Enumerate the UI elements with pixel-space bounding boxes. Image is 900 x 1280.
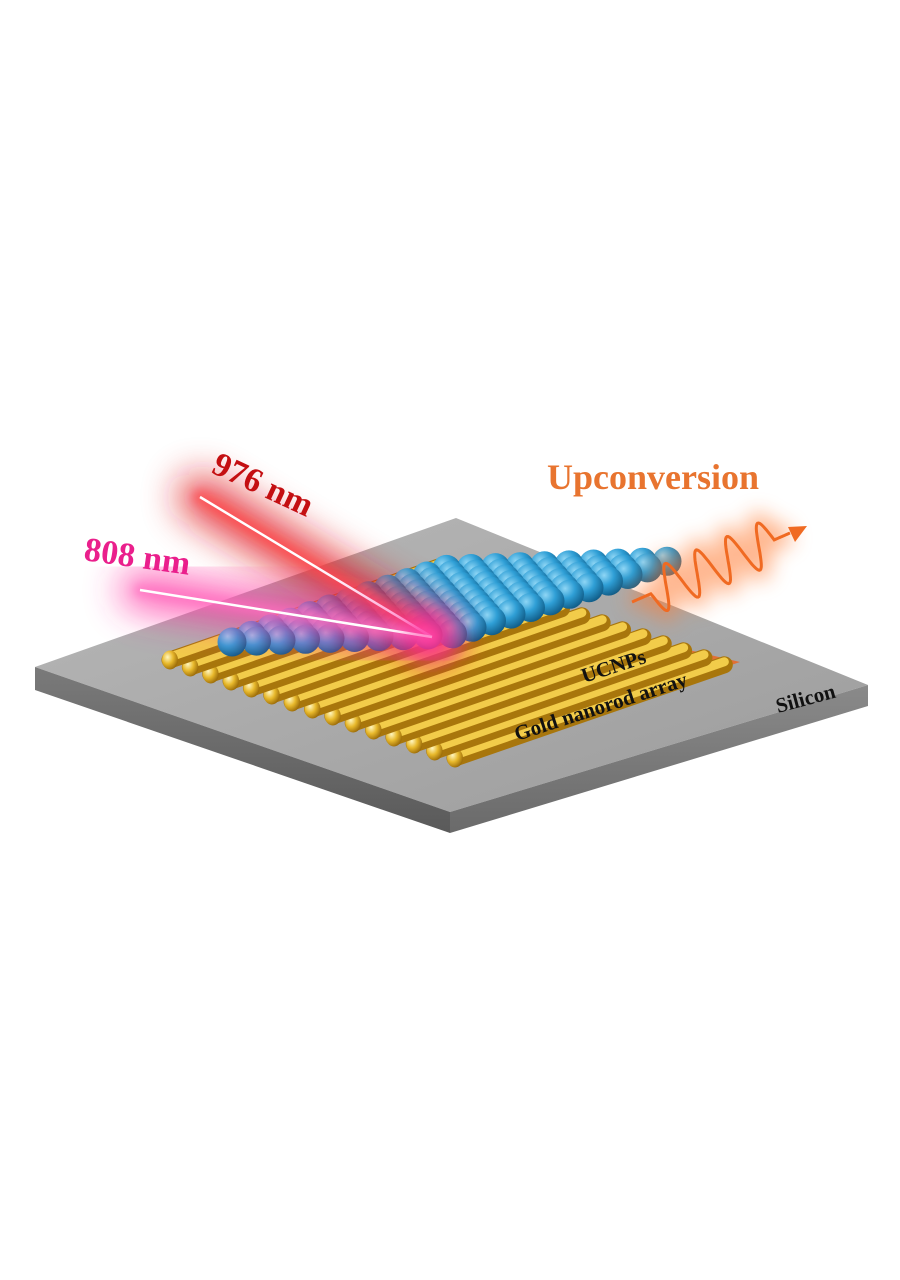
upconversion-arrowhead xyxy=(788,526,807,542)
ucnp-sphere xyxy=(242,626,271,656)
substrate-right-face xyxy=(450,685,868,833)
upconversion-wave xyxy=(628,512,807,621)
ucnp-sphere xyxy=(217,627,247,657)
laser-808-label: 808 nm xyxy=(82,531,193,582)
gold-nanorod-highlight xyxy=(450,657,729,760)
gold-nanorod-highlight xyxy=(430,650,709,753)
substrate-left-face xyxy=(35,667,450,833)
laser-808-beam xyxy=(119,569,453,658)
gold-nanorod-highlight xyxy=(348,622,628,725)
gold-nanorod-highlight xyxy=(409,643,689,746)
gold-nanorod-highlight xyxy=(389,636,668,739)
gold-nanorod-cap xyxy=(162,650,178,670)
laser-focus-spot xyxy=(404,608,460,664)
upconversion-label: Upconversion xyxy=(547,457,759,497)
gold-nanorod-highlight xyxy=(328,615,607,718)
gold-nanorod-highlight xyxy=(369,629,648,732)
